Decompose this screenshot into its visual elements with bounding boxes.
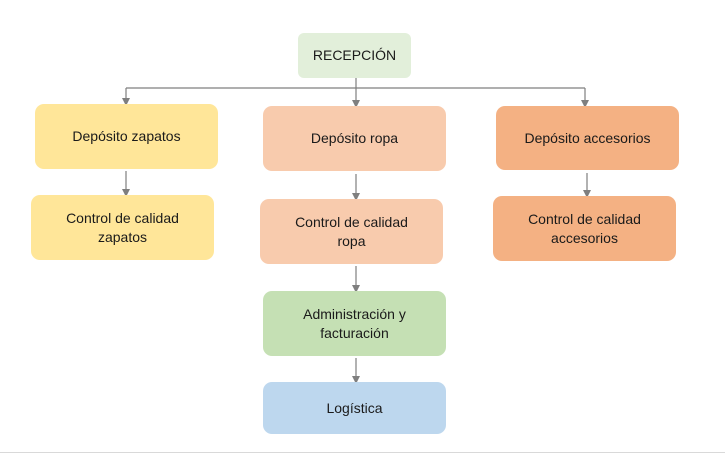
node-control-ropa: Control de calidad ropa (260, 199, 443, 264)
node-control-zapatos: Control de calidad zapatos (31, 195, 214, 260)
node-deposito-accesorios: Depósito accesorios (496, 106, 679, 170)
node-deposito-ropa: Depósito ropa (263, 106, 446, 171)
node-logistica: Logística (263, 382, 446, 434)
bottom-divider (0, 452, 725, 453)
node-deposito-zapatos: Depósito zapatos (35, 104, 218, 169)
node-recepcion: RECEPCIÓN (298, 33, 411, 78)
node-control-accesorios: Control de calidad accesorios (493, 196, 676, 261)
node-administracion: Administración y facturación (263, 291, 446, 356)
